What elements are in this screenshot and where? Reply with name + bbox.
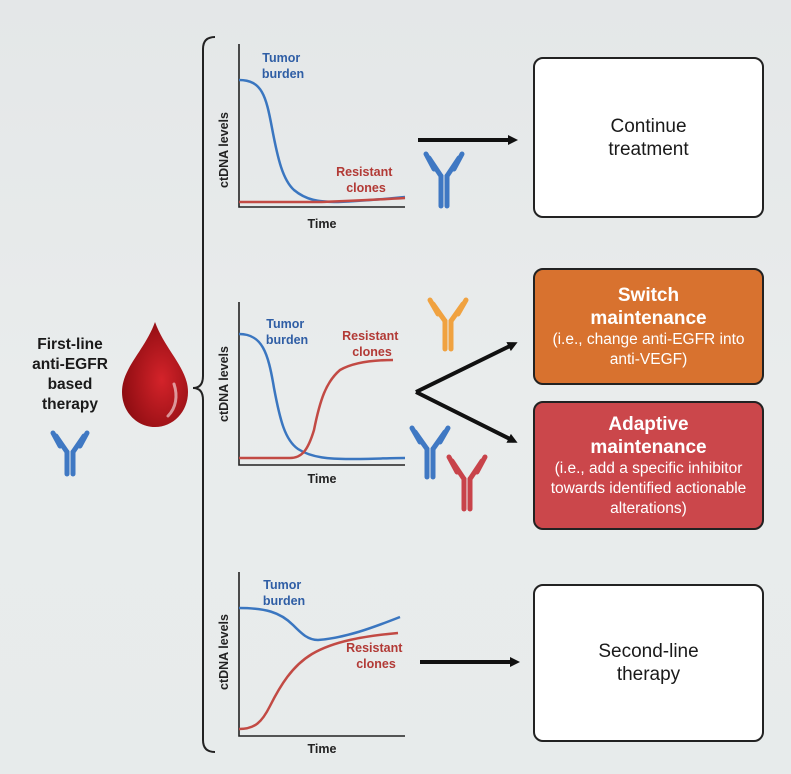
antibody-icon [409,425,451,480]
chart-axes [238,572,405,737]
resistant-clones-label-line: clones [356,657,396,671]
first-line-therapy-label: First-line anti-EGFR based therapy [20,335,120,415]
x-axis-label: Time [308,472,337,486]
continue-treatment-box: Continue treatment [533,57,764,218]
adaptive-maintenance-title: Adaptive maintenance [590,413,707,458]
switch-maintenance-desc: (i.e., change anti-EGFR into anti-VEGF) [552,330,745,368]
y-axis-label: ctDNA levels [217,346,231,422]
antibody-icon [427,297,469,352]
tumor-burden-curve [238,606,401,642]
resistant-clones-label: Resistant clones [336,165,396,195]
first-line-label-line: anti-EGFR [32,356,108,373]
adaptive-maintenance-desc: (i.e., add a specific inhibitor towards … [550,459,747,517]
tumor-burden-label-line: burden [263,594,305,608]
tumor-burden-label-line: Tumor [266,317,304,331]
resistant-clones-curve [239,358,394,460]
tumor-burden-label: Tumor burden [262,51,304,81]
arrow [415,390,518,443]
x-axis-label: Time [308,742,337,756]
resistant-clones-label-line: Resistant [346,641,403,655]
tumor-burden-label-line: Tumor [263,578,301,592]
chart-panel-1: ctDNA levels Time Tumor burden Resistant… [217,44,406,231]
y-axis-label: ctDNA levels [217,614,231,690]
tumor-burden-curve [238,332,406,461]
antibody-icon [446,454,488,512]
antibody-icon [50,430,90,477]
first-line-label-line: therapy [42,396,98,413]
x-axis-label: Time [308,217,337,231]
tumor-burden-label: Tumor burden [266,317,308,347]
resistant-clones-curve [239,196,406,204]
bracket [192,36,216,753]
y-axis-label: ctDNA levels [217,112,231,188]
second-line-therapy-box: Second-line therapy [533,584,764,742]
arrow [415,342,518,394]
chart-axes [238,302,405,466]
tumor-burden-label-line: Tumor [262,51,300,65]
resistant-clones-label-line: clones [352,345,392,359]
first-line-label-line: First-line [37,336,103,353]
chart-panel-3: ctDNA levels Time Tumor burden Resistant… [217,572,406,756]
adaptive-maintenance-box: Adaptive maintenance (i.e., add a specif… [533,401,764,530]
blood-drop-icon [122,322,188,427]
resistant-clones-curve [238,631,399,731]
second-line-therapy-title: Second-line therapy [598,641,699,685]
first-line-label-line: based [47,376,93,393]
resistant-clones-label: Resistant clones [342,329,402,359]
resistant-clones-label-line: clones [346,181,386,195]
resistant-clones-label-line: Resistant [342,329,399,343]
antibody-icon [423,151,465,209]
chart-panel-2: ctDNA levels Time Tumor burden Resistant… [217,302,406,486]
continue-treatment-title: Continue treatment [608,115,689,160]
tumor-burden-label: Tumor burden [263,578,305,608]
resistant-clones-label: Resistant clones [346,641,406,671]
chart-axes [238,44,405,208]
resistant-clones-label-line: Resistant [336,165,393,179]
tumor-burden-label-line: burden [262,67,304,81]
switch-maintenance-title: Switch maintenance [590,284,707,329]
switch-maintenance-box: Switch maintenance (i.e., change anti-EG… [533,268,764,385]
tumor-burden-label-line: burden [266,333,308,347]
